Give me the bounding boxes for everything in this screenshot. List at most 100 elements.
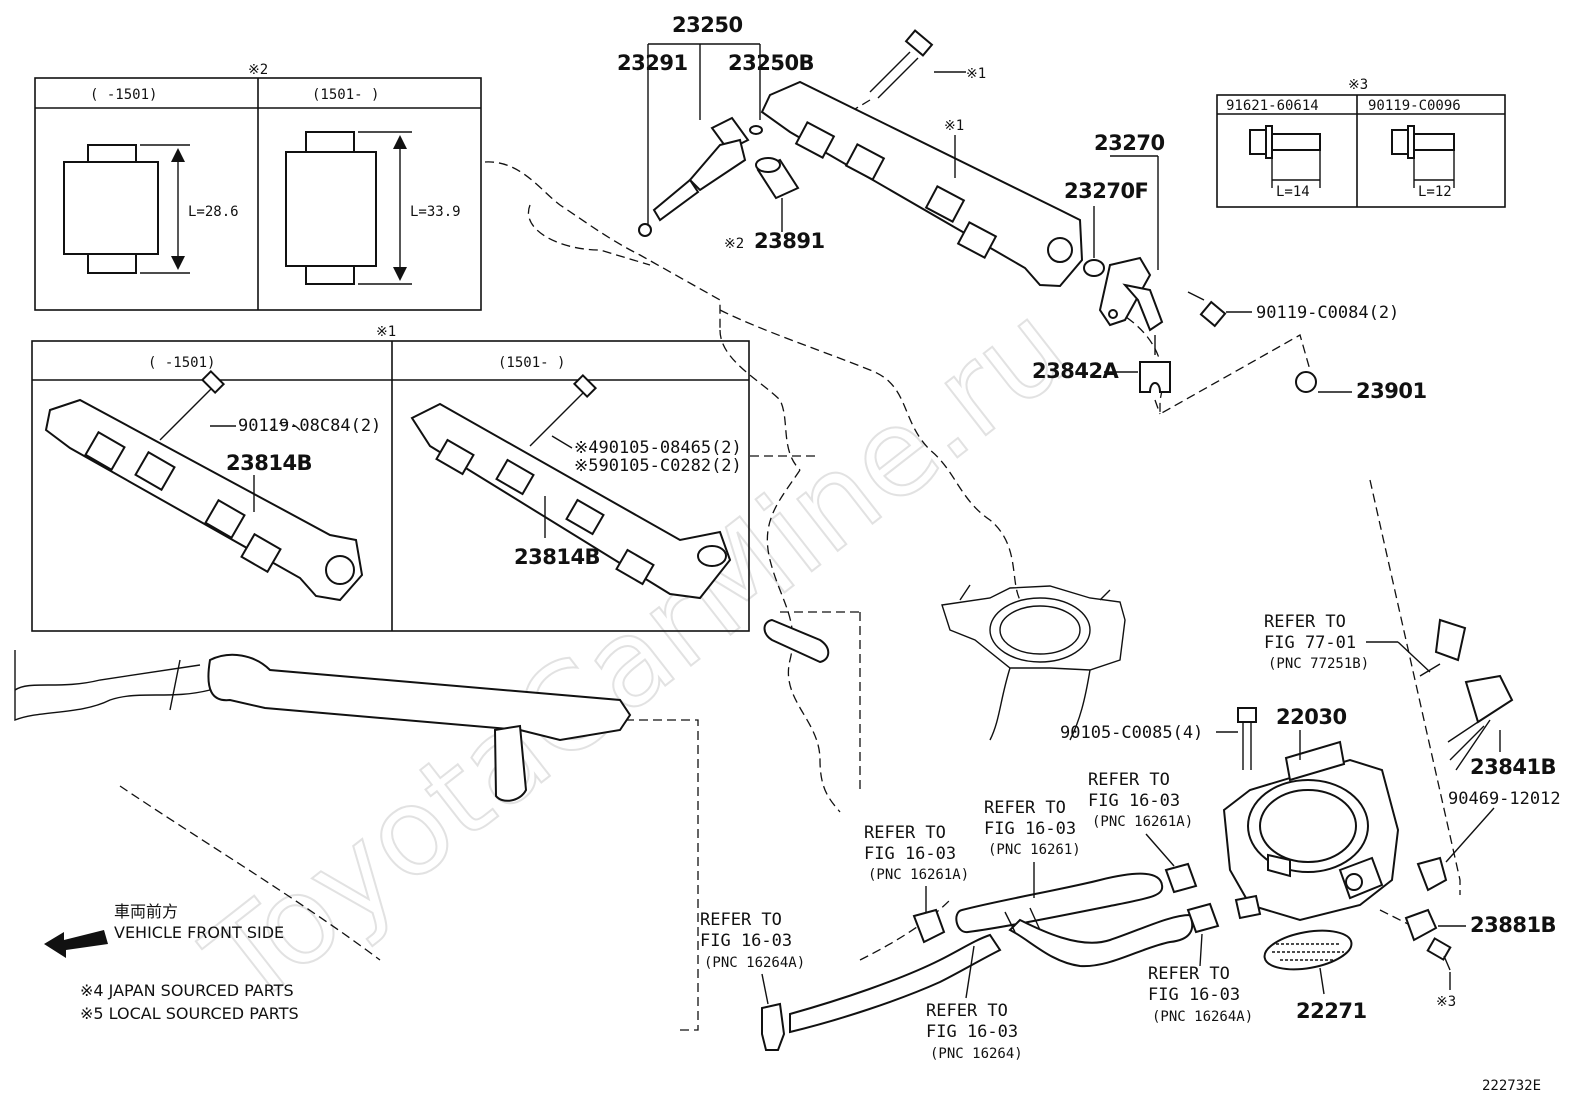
part-23250-group: 23250 23291 23250B bbox=[617, 13, 815, 226]
ref-16261: REFER TO FIG 16-03 (PNC 16261) bbox=[984, 798, 1081, 898]
ref-16264-line3: (PNC 16264) bbox=[930, 1046, 1023, 1062]
ref-16261a-b-line3: (PNC 16261A) bbox=[1092, 814, 1193, 830]
flange-bolt-icon bbox=[1249, 125, 1321, 188]
ref-fig77-line3: (PNC 77251B) bbox=[1268, 656, 1369, 672]
inset-note1-part-before: 23814B bbox=[226, 451, 312, 475]
inset-note1-bolt-after-4: ※490105-08465(2) bbox=[574, 438, 742, 458]
legend-direction: VEHICLE FRONT SIDE bbox=[114, 923, 284, 942]
part-23270-group: 23270 23270F bbox=[1064, 131, 1165, 332]
legend-note5: ※5 LOCAL SOURCED PARTS bbox=[80, 1004, 299, 1023]
inset-note3: ※3 91621-60614 90119-C0096 L=14 L=12 bbox=[1216, 77, 1506, 208]
label-23250b: 23250B bbox=[728, 51, 814, 75]
front-arrow-icon bbox=[44, 930, 108, 958]
clip-23842a-icon bbox=[1104, 335, 1171, 393]
label-23881b: 23881B bbox=[1470, 913, 1556, 937]
ref-16261a-b: REFER TO FIG 16-03 (PNC 16261A) bbox=[1088, 770, 1193, 867]
label-23270: 23270 bbox=[1094, 131, 1165, 155]
ref-16264a-b-line3: (PNC 16264A) bbox=[1152, 1009, 1253, 1025]
label-23841b: 23841B bbox=[1470, 755, 1556, 779]
ref-16264a-line3: (PNC 16264A) bbox=[704, 955, 805, 971]
damper-flange-icon bbox=[1098, 256, 1152, 327]
label-23291: 23291 bbox=[617, 51, 688, 75]
ref-16261a: REFER TO FIG 16-03 (PNC 16261A) bbox=[864, 823, 969, 912]
inset-note3-col2: 90119-C0096 bbox=[1368, 98, 1461, 114]
intake-manifold-icon bbox=[941, 584, 1126, 741]
legend-note4: ※4 JAPAN SOURCED PARTS bbox=[80, 981, 294, 1000]
diagram-id: 222732E bbox=[1482, 1078, 1541, 1094]
label-mark3: ※3 bbox=[1436, 994, 1456, 1010]
label-23270f: 23270F bbox=[1064, 179, 1148, 203]
legend-jp-direction: 車両前方 bbox=[114, 902, 178, 921]
inset-note1-bolt-before: 90119-08C84(2) bbox=[238, 416, 381, 436]
o-ring-icon bbox=[1083, 259, 1105, 277]
label-rail-mark1: ※1 bbox=[944, 118, 964, 134]
label-90469: 90469-12012 bbox=[1448, 789, 1561, 809]
ref-fig77: REFER TO FIG 77-01 (PNC 77251B) bbox=[1264, 612, 1441, 677]
ref-16261-line2: FIG 16-03 bbox=[984, 819, 1076, 839]
ref-16261a-line3: (PNC 16261A) bbox=[868, 867, 969, 883]
clamp-90469-icon bbox=[1416, 807, 1495, 892]
ref-fig77-line2: FIG 77-01 bbox=[1264, 633, 1356, 653]
inset-note2-len-before: L=28.6 bbox=[188, 204, 239, 220]
ref-16264a-b: REFER TO FIG 16-03 (PNC 16264A) bbox=[1148, 933, 1253, 1025]
bracket-23881b-icon bbox=[1404, 908, 1466, 942]
fuel-rail-main-icon bbox=[760, 80, 1084, 288]
ref-16264a-line2: FIG 16-03 bbox=[700, 931, 792, 951]
fuel-rail-after-icon bbox=[410, 373, 732, 600]
label-90119c0084: 90119-C0084(2) bbox=[1256, 303, 1399, 323]
fuel-injector-icon bbox=[638, 116, 763, 237]
hex-bolt-icon bbox=[1391, 125, 1455, 188]
inset-note2-col-after: (1501- ) bbox=[312, 87, 379, 103]
ref-16261a-line1: REFER TO bbox=[864, 823, 946, 843]
label-bolt-mark1: ※1 bbox=[966, 66, 986, 82]
fuel-pipe-left-icon bbox=[14, 650, 632, 802]
ref-fig77-line1: REFER TO bbox=[1264, 612, 1346, 632]
inset-note3-len2: L=12 bbox=[1418, 184, 1452, 200]
ref-16264: REFER TO FIG 16-03 (PNC 16264) bbox=[926, 945, 1023, 1062]
ref-16261-line1: REFER TO bbox=[984, 798, 1066, 818]
spacer-23891-icon bbox=[755, 157, 800, 232]
inset-note2-marker: ※2 bbox=[248, 62, 268, 78]
ref-16264a: REFER TO FIG 16-03 (PNC 16264A) bbox=[700, 910, 805, 1005]
inset-note1: ※1 ( -1501) (1501- ) 90119-08C84(2) 2381… bbox=[31, 324, 750, 632]
ref-16264-line1: REFER TO bbox=[926, 1001, 1008, 1021]
label-22030: 22030 bbox=[1276, 705, 1347, 729]
ref-16261a-b-line2: FIG 16-03 bbox=[1088, 791, 1180, 811]
bolt-mark3-icon bbox=[1426, 937, 1452, 990]
inset-note3-col1: 91621-60614 bbox=[1226, 98, 1319, 114]
label-23901: 23901 bbox=[1356, 379, 1427, 403]
ref-16264a-b-line2: FIG 16-03 bbox=[1148, 985, 1240, 1005]
ref-16264a-line1: REFER TO bbox=[700, 910, 782, 930]
clamp-23841b-icon bbox=[1447, 674, 1514, 771]
water-hoses-icon bbox=[761, 862, 1220, 1051]
gasket-22271-icon bbox=[1263, 929, 1353, 995]
label-23842a: 23842A bbox=[1032, 359, 1120, 383]
inset-note1-part-after: 23814B bbox=[514, 545, 600, 569]
engine-outline bbox=[119, 161, 1461, 1031]
bolt-90105c0085-icon bbox=[1216, 707, 1257, 770]
inset-note1-marker: ※1 bbox=[376, 324, 396, 340]
ref-16261a-line2: FIG 16-03 bbox=[864, 844, 956, 864]
spacer-short-icon bbox=[63, 144, 190, 274]
inset-note1-col-before: ( -1501) bbox=[148, 355, 215, 371]
inset-note2-col-before: ( -1501) bbox=[90, 87, 157, 103]
inset-note3-len1: L=14 bbox=[1276, 184, 1310, 200]
inset-note2: ※2 ( -1501) (1501- ) L=28.6 L=33. bbox=[34, 62, 482, 311]
ref-16261a-b-line1: REFER TO bbox=[1088, 770, 1170, 790]
label-23891-mark: ※2 bbox=[724, 236, 744, 252]
spacer-long-icon bbox=[285, 131, 412, 285]
inset-note2-len-after: L=33.9 bbox=[410, 204, 461, 220]
throttle-body-22030-icon bbox=[1222, 730, 1400, 922]
ref-16261-line3: (PNC 16261) bbox=[988, 842, 1081, 858]
label-23250: 23250 bbox=[672, 13, 743, 37]
label-22271: 22271 bbox=[1296, 999, 1367, 1023]
label-90105c0085: 90105-C0085(4) bbox=[1060, 723, 1203, 743]
ref-16264a-b-line1: REFER TO bbox=[1148, 964, 1230, 984]
ref-16264-line2: FIG 16-03 bbox=[926, 1022, 1018, 1042]
label-23891: 23891 bbox=[754, 229, 825, 253]
legend: 車両前方 VEHICLE FRONT SIDE ※4 JAPAN SOURCED… bbox=[44, 902, 299, 1023]
inset-note1-col-after: (1501- ) bbox=[498, 355, 565, 371]
inset-note3-marker: ※3 bbox=[1348, 77, 1368, 93]
inset-note1-bolt-after-5: ※590105-C0282(2) bbox=[574, 456, 742, 476]
